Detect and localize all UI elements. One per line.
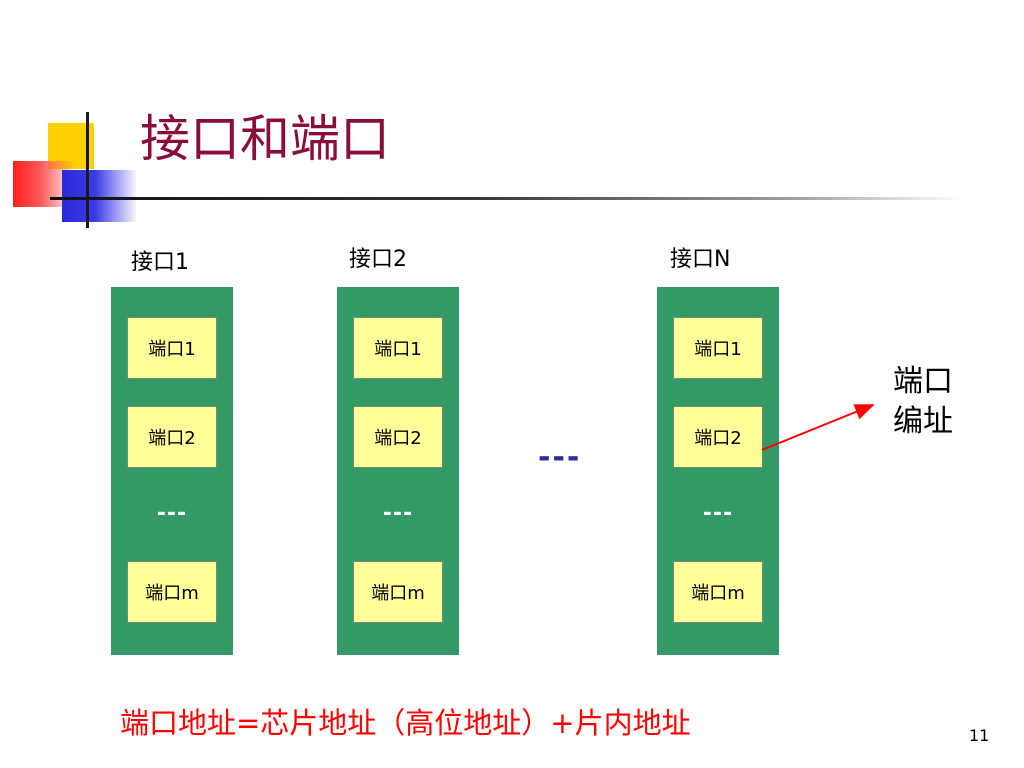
port-address-formula: 端口地址=芯片地址（高位地址）+片内地址	[120, 706, 691, 740]
decor-vertical-line	[86, 112, 89, 228]
title-underline	[50, 197, 965, 200]
interface-n-port-m: 端口m	[673, 561, 763, 623]
interface-1-ellipsis: ---	[156, 501, 188, 526]
interface-2-port-1: 端口1	[353, 317, 443, 379]
interface-2-port-2: 端口2	[353, 406, 443, 468]
interface-2-port-m: 端口m	[353, 561, 443, 623]
decor-blue-square	[62, 170, 136, 222]
interface-2-column: 端口1 端口2 --- 端口m	[337, 287, 459, 655]
page-number: 11	[969, 726, 990, 745]
interface-n-label: 接口N	[670, 247, 731, 272]
interface-2-ellipsis: ---	[382, 501, 414, 526]
interface-1-column: 端口1 端口2 --- 端口m	[111, 287, 233, 655]
interface-n-port-2: 端口2	[673, 406, 763, 468]
annotation-line-1: 端口	[893, 364, 953, 399]
interface-1-port-2: 端口2	[127, 406, 217, 468]
slide-title: 接口和端口	[140, 110, 390, 168]
interface-1-port-m: 端口m	[127, 561, 217, 623]
interface-n-ellipsis: ---	[702, 501, 734, 526]
annotation-line-2: 编址	[893, 404, 953, 439]
interface-1-port-1: 端口1	[127, 317, 217, 379]
port-addressing-annotation: 端口 编址	[893, 362, 973, 442]
interface-2-label: 接口2	[349, 247, 407, 272]
interface-n-column: 端口1 端口2 --- 端口m	[657, 287, 779, 655]
interface-1-label: 接口1	[131, 250, 189, 275]
interface-n-port-1: 端口1	[673, 317, 763, 379]
interfaces-ellipsis: ---	[538, 440, 582, 475]
